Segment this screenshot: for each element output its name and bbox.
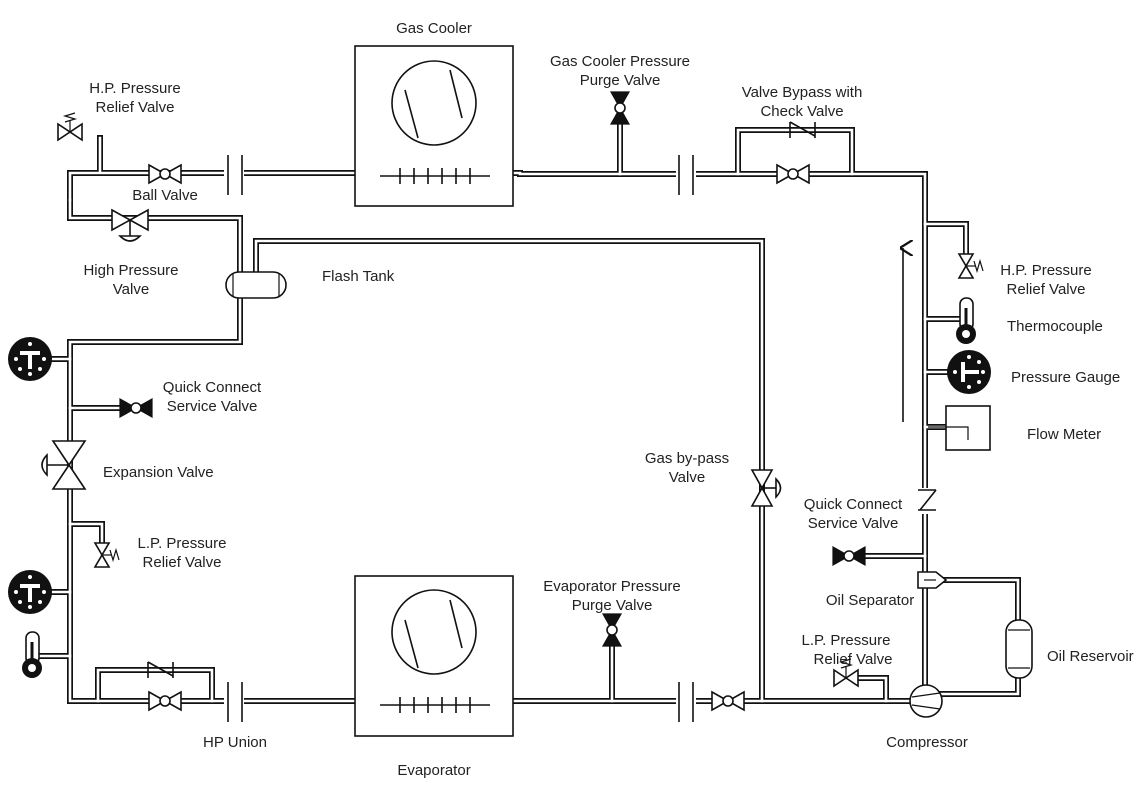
union-gas-cooler-right bbox=[676, 155, 696, 195]
pressure-gauge-label: Pressure Gauge bbox=[1011, 369, 1120, 386]
pipe-bypass-bottom-inner bbox=[96, 668, 214, 703]
ball-valve-top-left bbox=[148, 163, 182, 185]
quick-connect-right-label-line2: Service Valve bbox=[808, 515, 899, 532]
evaporator-purge-valve bbox=[601, 613, 623, 647]
pressure-gauge-right bbox=[947, 350, 991, 394]
check-valve-top bbox=[789, 121, 816, 138]
hp-relief-valve-right bbox=[957, 253, 984, 279]
hp-relief-right-label-line2: Relief Valve bbox=[1007, 281, 1086, 298]
quick-connect-left-valve bbox=[119, 397, 153, 419]
valve-bypass-label-line1: Valve Bypass with bbox=[742, 84, 863, 101]
expansion-valve-label: Expansion Valve bbox=[103, 464, 214, 481]
flow-meter-label: Flow Meter bbox=[1027, 426, 1101, 443]
pipe-right-relief-tap bbox=[922, 221, 969, 257]
hp-union-label: HP Union bbox=[203, 734, 267, 751]
pressure-gauge-left-top bbox=[8, 337, 52, 381]
expansion-valve bbox=[41, 440, 87, 490]
flow-meter bbox=[928, 405, 991, 451]
compressor-label: Compressor bbox=[886, 734, 968, 751]
thermocouple-label: Thermocouple bbox=[1007, 318, 1103, 335]
quick-connect-right-label-line1: Quick Connect bbox=[804, 496, 903, 513]
gas-bypass-label-line2: Valve bbox=[669, 469, 705, 486]
quick-connect-right-valve bbox=[832, 545, 866, 567]
hp-relief-right-label-line1: H.P. Pressure bbox=[1000, 262, 1091, 279]
flash-tank bbox=[225, 271, 287, 299]
pipe-right-relief-tap-inner bbox=[923, 222, 968, 256]
gas-cooler-label: Gas Cooler bbox=[396, 20, 472, 37]
hp-relief-top-label-line1: H.P. Pressure bbox=[89, 80, 180, 97]
gas-cooler-purge-valve bbox=[609, 91, 631, 125]
pipe-lp-relief-left-tap bbox=[67, 521, 105, 546]
union-evaporator-right bbox=[676, 682, 696, 722]
flash-tank-label: Flash Tank bbox=[322, 268, 395, 285]
quick-connect-left-label-line2: Service Valve bbox=[167, 398, 258, 415]
high-pressure-valve-label-line1: High Pressure bbox=[83, 262, 178, 279]
pipe-bypass-top bbox=[735, 127, 855, 177]
check-valve-bottom bbox=[147, 661, 174, 678]
valve-bypass-label-line2: Check Valve bbox=[760, 103, 843, 120]
pipe-lp-relief-left-tap-inner bbox=[68, 522, 104, 545]
ball-valve-label: Ball Valve bbox=[132, 187, 198, 204]
ball-valve-bypass-top bbox=[776, 163, 810, 185]
lp-relief-valve-right bbox=[833, 658, 859, 688]
thermocouple-right bbox=[956, 297, 976, 344]
pipe-hp-valve-branch-inner bbox=[68, 198, 717, 703]
lp-relief-valve-left bbox=[93, 542, 120, 568]
hp-relief-top-label-line2: Relief Valve bbox=[96, 99, 175, 116]
pipe-lp-relief-right-tap bbox=[855, 675, 889, 704]
oil-separator bbox=[917, 571, 948, 589]
evaporator-purge-label-line2: Purge Valve bbox=[572, 597, 653, 614]
pipe-bypass-top-inner bbox=[736, 128, 854, 176]
lp-relief-right-label-line1: L.P. Pressure bbox=[802, 632, 891, 649]
hp-union bbox=[224, 682, 244, 722]
lp-relief-left-label-line2: Relief Valve bbox=[143, 554, 222, 571]
gas-bypass-valve bbox=[750, 469, 782, 507]
thermometer-left bbox=[22, 631, 42, 678]
oil-reservoir bbox=[1005, 619, 1033, 679]
oil-reservoir-label: Oil Reservoir bbox=[1047, 648, 1134, 665]
gas-cooler bbox=[354, 45, 514, 207]
check-valve-right bbox=[918, 488, 937, 514]
ball-valve-evap-right bbox=[711, 690, 745, 712]
hp-relief-valve-top bbox=[57, 112, 83, 142]
gas-cooler-purge-label-line2: Purge Valve bbox=[580, 72, 661, 89]
compressor bbox=[909, 684, 943, 718]
lp-relief-left-label-line1: L.P. Pressure bbox=[138, 535, 227, 552]
lp-relief-right-label-line2: Relief Valve bbox=[814, 651, 893, 668]
high-pressure-valve bbox=[111, 208, 149, 242]
union-gas-cooler-left bbox=[224, 155, 244, 195]
evaporator-unit bbox=[354, 575, 514, 737]
high-pressure-valve-label-line2: Valve bbox=[113, 281, 149, 298]
oil-separator-label: Oil Separator bbox=[826, 592, 914, 609]
evaporator-purge-label-line1: Evaporator Pressure bbox=[543, 578, 681, 595]
evaporator-label: Evaporator bbox=[397, 762, 470, 779]
pipe-lp-relief-right-tap-inner bbox=[856, 676, 888, 703]
pressure-gauge-left-bottom bbox=[8, 570, 52, 614]
quick-connect-left-label-line1: Quick Connect bbox=[163, 379, 262, 396]
labels: Gas Cooler Gas Cooler Pressure Purge Val… bbox=[83, 20, 1133, 779]
gas-cooler-purge-label-line1: Gas Cooler Pressure bbox=[550, 53, 690, 70]
ball-valve-bypass-bottom bbox=[148, 690, 182, 712]
pipe-oil-loop-inner bbox=[938, 578, 1020, 696]
gas-bypass-label-line1: Gas by-pass bbox=[645, 450, 729, 467]
